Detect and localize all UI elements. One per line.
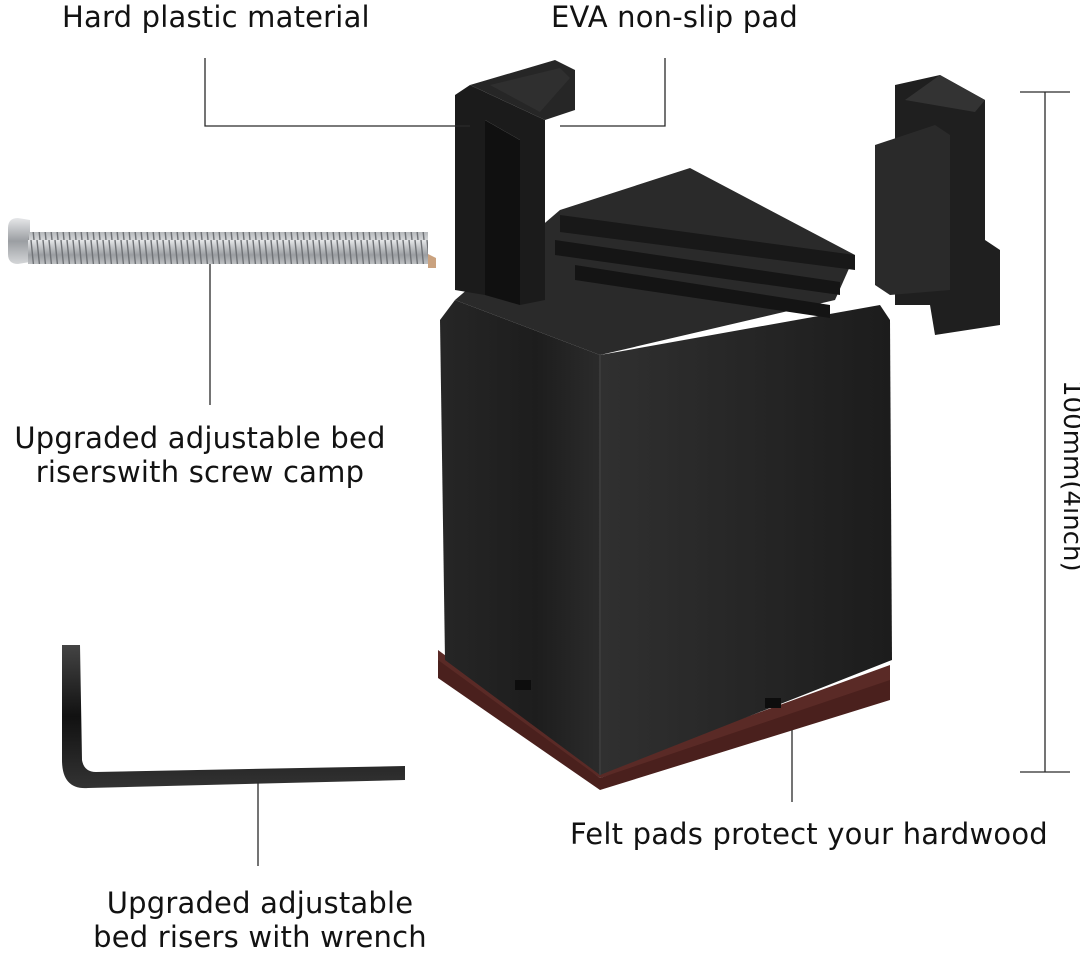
screw — [8, 218, 436, 268]
label-wrench-line1: Upgraded adjustable — [106, 886, 414, 920]
label-eva-pad: EVA non-slip pad — [551, 0, 798, 34]
riser-body — [440, 168, 892, 775]
label-screw-line1: Upgraded adjustable bed — [14, 421, 386, 455]
clamp-piece — [875, 75, 1000, 335]
label-screw-line2: riserswith screw camp — [35, 455, 365, 489]
label-hard-plastic: Hard plastic material — [62, 0, 370, 34]
felt-pad — [438, 650, 890, 790]
label-height: 100mm(4inch) — [1057, 380, 1080, 572]
callout-lines — [204, 58, 1070, 866]
hex-wrench — [62, 645, 405, 789]
label-screw: Upgraded adjustable bed riserswith screw… — [0, 421, 400, 489]
label-wrench-line2: bed risers with wrench — [93, 920, 427, 954]
label-wrench: Upgraded adjustable bed risers with wren… — [60, 886, 460, 954]
label-felt-pads: Felt pads protect your hardwood — [570, 817, 1048, 851]
u-clamp — [455, 60, 575, 305]
